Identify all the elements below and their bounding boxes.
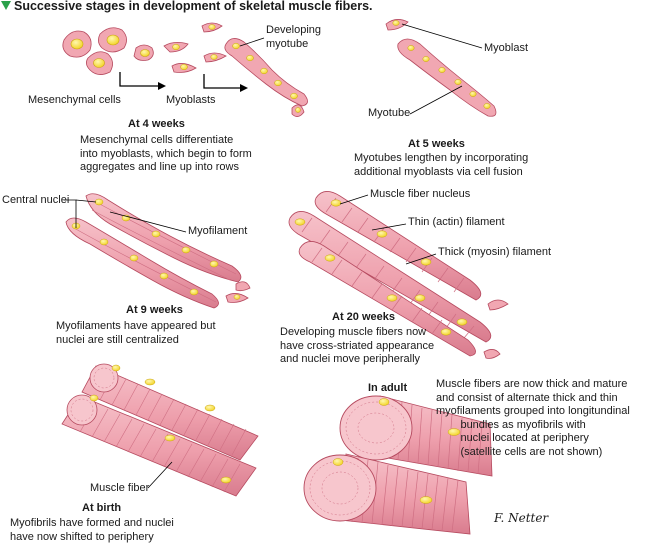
label-thick-filament: Thick (myosin) filament xyxy=(438,246,552,258)
leader-line xyxy=(405,253,437,265)
muscle-fiber-adult xyxy=(339,395,493,477)
header-triangle-icon xyxy=(1,1,11,10)
label-developing-myotube: Developing myotube xyxy=(266,24,322,50)
twenty-weeks-illustration xyxy=(288,191,509,359)
mesenchymal-cell xyxy=(98,27,127,53)
nine-weeks-illustration xyxy=(64,193,251,309)
leader-line xyxy=(239,37,265,47)
myotube-5wk xyxy=(397,38,497,117)
four-weeks-illustration xyxy=(62,22,308,117)
leader-line xyxy=(147,461,173,489)
muscle-fiber-birth xyxy=(61,394,257,497)
label-thin-filament: Thin (actin) filament xyxy=(408,216,505,228)
myoblast-cell xyxy=(225,293,249,303)
stage-title-4-weeks: At 4 weeks xyxy=(128,118,185,130)
developing-myotube xyxy=(224,38,308,107)
stage-description-birth: Myofibrils have formed and nuclei have n… xyxy=(10,517,174,543)
stage-title-5-weeks: At 5 weeks xyxy=(408,138,465,150)
label-muscle-fiber-nucleus: Muscle fiber nucleus xyxy=(370,188,471,200)
arrow-icon xyxy=(119,72,166,90)
mesenchymal-cell xyxy=(62,30,92,58)
stage-description-4-weeks: Mesenchymal cells differentiate into myo… xyxy=(80,134,252,173)
stage-title-9-weeks: At 9 weeks xyxy=(126,304,183,316)
myoblast-cell xyxy=(487,299,509,311)
birth-illustration xyxy=(61,363,259,497)
leader-line xyxy=(339,194,369,205)
stage-description-adult: Muscle fibers are now thick and mature a… xyxy=(436,378,630,458)
leader-line xyxy=(371,223,407,231)
leader-line xyxy=(409,85,463,115)
leader-line xyxy=(401,23,483,49)
stage-title-adult: In adult xyxy=(368,382,408,394)
mesenchymal-cell xyxy=(86,51,113,75)
myoblast-cell xyxy=(163,42,189,53)
muscle-fiber-birth xyxy=(81,363,259,461)
leader-line xyxy=(75,199,97,203)
stage-title-birth: At birth xyxy=(82,502,122,514)
label-myofilament: Myofilament xyxy=(188,225,248,237)
label-muscle-fiber: Muscle fiber xyxy=(90,482,150,494)
myoblast-cell xyxy=(483,349,501,359)
myoblast-cell xyxy=(385,19,409,31)
myoblast-cell xyxy=(291,104,305,117)
myoblast-cell xyxy=(235,281,251,292)
adult-illustration xyxy=(303,395,493,535)
stage-description-20-weeks: Developing muscle fibers now have cross-… xyxy=(280,326,435,365)
muscle-fiber-adult xyxy=(303,453,471,535)
muscle-fiber-20wk xyxy=(298,241,476,357)
label-central-nuclei: Central nuclei xyxy=(2,194,70,206)
label-myotube: Myotube xyxy=(368,107,411,119)
stage-description-5-weeks: Myotubes lengthen by incorporating addit… xyxy=(354,152,529,178)
mesenchymal-cell xyxy=(133,44,154,61)
myoblast-cell xyxy=(201,22,223,33)
myoblast-cell xyxy=(171,63,197,73)
artist-signature: F. Netter xyxy=(494,511,549,525)
label-mesenchymal-cells: Mesenchymal cells xyxy=(28,94,121,106)
muscle-fiber-20wk xyxy=(314,191,482,301)
label-myoblast: Myoblast xyxy=(484,42,529,54)
myotube-9wk xyxy=(65,217,219,309)
stage-description-9-weeks: Myofilaments have appeared but nuclei ar… xyxy=(56,320,216,346)
stage-title-20-weeks: At 20 weeks xyxy=(332,311,395,323)
leader-line xyxy=(109,211,187,233)
arrow-icon xyxy=(203,74,248,92)
muscle-fiber-20wk xyxy=(288,211,492,343)
five-weeks-illustration xyxy=(385,19,497,117)
label-myoblasts: Myoblasts xyxy=(166,94,216,106)
myoblast-cell xyxy=(203,52,227,63)
figure-title: Successive stages in development of skel… xyxy=(14,0,373,13)
